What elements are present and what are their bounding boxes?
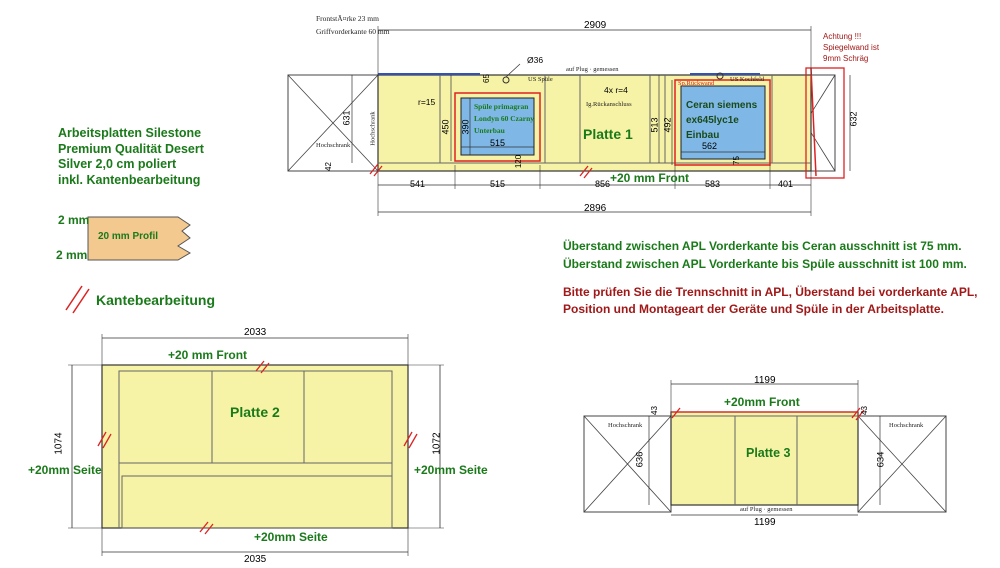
- profile-label: 20 mm Profil: [98, 231, 159, 242]
- plate2-front-label: +20 mm Front: [168, 348, 248, 362]
- dim-75: 75: [731, 156, 741, 165]
- plate3-drawing: [583, 380, 947, 516]
- dim-65: 65: [481, 74, 491, 83]
- kante-legend-mark: [65, 285, 90, 314]
- radius-4: 4x r=4: [604, 85, 628, 95]
- sink-description: Spüle primagran Londyn 60 Czarny Unterba…: [474, 101, 534, 137]
- profile-top-label: 2 mm: [58, 213, 90, 227]
- achtung-line-3: 9mm Schräg: [823, 54, 869, 63]
- dim-513: 513: [649, 117, 660, 133]
- plate3-left-dim: 636: [634, 451, 646, 468]
- plate1-bottom-dim: 2896: [584, 203, 607, 214]
- dim-401: 401: [778, 179, 794, 189]
- material-line-3: Silver 2,0 cm poliert: [58, 157, 177, 171]
- sink-line-3: Unterbau: [474, 126, 505, 135]
- tiny-apl-gemessen: auf Plug · gemessen: [566, 66, 619, 73]
- dim-450: 450: [440, 119, 451, 135]
- plate1-name: Platte 1: [583, 126, 633, 142]
- plate2-side-bottom: +20mm Seite: [254, 530, 328, 544]
- dim-492: 492: [662, 117, 673, 133]
- plate3-dim-43-right: 43: [859, 406, 869, 415]
- tiny-hochschrank-left: Hochschrank: [316, 142, 351, 149]
- ceran-line-1: Ceran siemens: [686, 100, 758, 111]
- plate3-front-label: +20mm Front: [724, 395, 800, 409]
- note-ceran: Überstand zwischen APL Vorderkante bis C…: [563, 239, 962, 253]
- material-line-2: Premium Qualität Desert: [58, 141, 204, 156]
- plate2-side-left: +20mm Seite: [28, 463, 102, 477]
- plate3-top-dim: 1199: [754, 375, 776, 386]
- radius-15: r=15: [418, 97, 436, 107]
- plate2-right-dim: 1072: [431, 432, 443, 455]
- dim-632: 632: [848, 111, 859, 127]
- material-description: Arbeitsplatten Silestone Premium Qualitä…: [58, 126, 204, 188]
- dim-856: 856: [595, 179, 611, 189]
- achtung-note: Achtung !!! Spiegelwand ist 9mm Schräg: [823, 31, 879, 64]
- plate3-right-dim: 634: [875, 451, 887, 468]
- note-spuele: Überstand zwischen APL Vorderkante bis S…: [563, 257, 967, 271]
- profile-shape: [87, 216, 191, 261]
- note-warning-2: Position und Montageart der Geräte und S…: [563, 302, 944, 316]
- material-line-1: Arbeitsplatten Silestone: [58, 126, 202, 140]
- note-warning-1: Bitte prüfen Sie die Trennschnitt in APL…: [563, 285, 978, 299]
- plate3-tiny-hoch-left: Hochschrank: [608, 422, 643, 429]
- tiny-ig-rueckanschluss: Ig.Rückanschluss: [586, 101, 632, 108]
- plate2-left-dim: 1074: [53, 432, 65, 455]
- header-thickness: FrontstÃ¤rke 23 mm: [316, 14, 379, 23]
- plate3-tiny-hoch-right: Hochschrank: [889, 422, 924, 429]
- dim-515-bottom: 515: [490, 179, 506, 189]
- achtung-line-2: Spiegelwand ist: [823, 43, 880, 52]
- plate3-dim-43-left: 43: [649, 406, 659, 415]
- plate1-front-label: +20 mm Front: [610, 171, 690, 185]
- plate1-drawing: [287, 26, 851, 216]
- profile-bottom-label: 2 mm: [56, 248, 88, 262]
- dim-42: 42: [323, 162, 333, 171]
- tiny-hochschrank-right: Hochschrank: [369, 111, 377, 146]
- dim-541: 541: [410, 179, 426, 189]
- plate3-name: Platte 3: [746, 446, 791, 460]
- ceran-description: Ceran siemens ex645lyc1e Einbau: [686, 98, 757, 143]
- dim-583: 583: [705, 179, 721, 189]
- tiny-sp-rueckwand: Sp.Rückwand: [678, 80, 715, 87]
- plate2-bottom-dim: 2035: [244, 554, 267, 565]
- plate2-name: Platte 2: [230, 404, 280, 420]
- tiny-us-kochfeld: US Kochfeld: [730, 76, 765, 83]
- kante-legend-label: Kantebearbeitung: [96, 292, 216, 308]
- dim-120: 120: [514, 154, 524, 169]
- sink-line-1: Spüle primagran: [474, 102, 529, 111]
- dim-390: 390: [460, 119, 471, 135]
- plate2-top-dim: 2033: [244, 327, 267, 338]
- plate3-bottom-dim: 1199: [754, 517, 776, 528]
- dim-515-sink: 515: [490, 138, 506, 148]
- dim-631: 631: [341, 110, 352, 126]
- ceran-line-2: ex645lyc1e: [686, 115, 739, 126]
- tiny-us-spuele: US Spüle: [528, 76, 553, 83]
- material-line-4: inkl. Kantenbearbeitung: [58, 172, 201, 187]
- plate2-drawing: [68, 334, 444, 556]
- achtung-line-1: Achtung !!!: [823, 32, 862, 41]
- header-griff: Griffvorderkante 60 mm: [316, 27, 390, 36]
- plate3-tiny-apl: auf Plug · gemessen: [740, 506, 793, 513]
- ceran-line-3: Einbau: [686, 130, 720, 141]
- dim-562: 562: [702, 141, 718, 151]
- plate2-side-right: +20mm Seite: [414, 463, 488, 477]
- plate1-overall-dim: 2909: [584, 20, 607, 31]
- dim-o36: Ø36: [527, 55, 544, 65]
- sink-line-2: Londyn 60 Czarny: [474, 114, 535, 123]
